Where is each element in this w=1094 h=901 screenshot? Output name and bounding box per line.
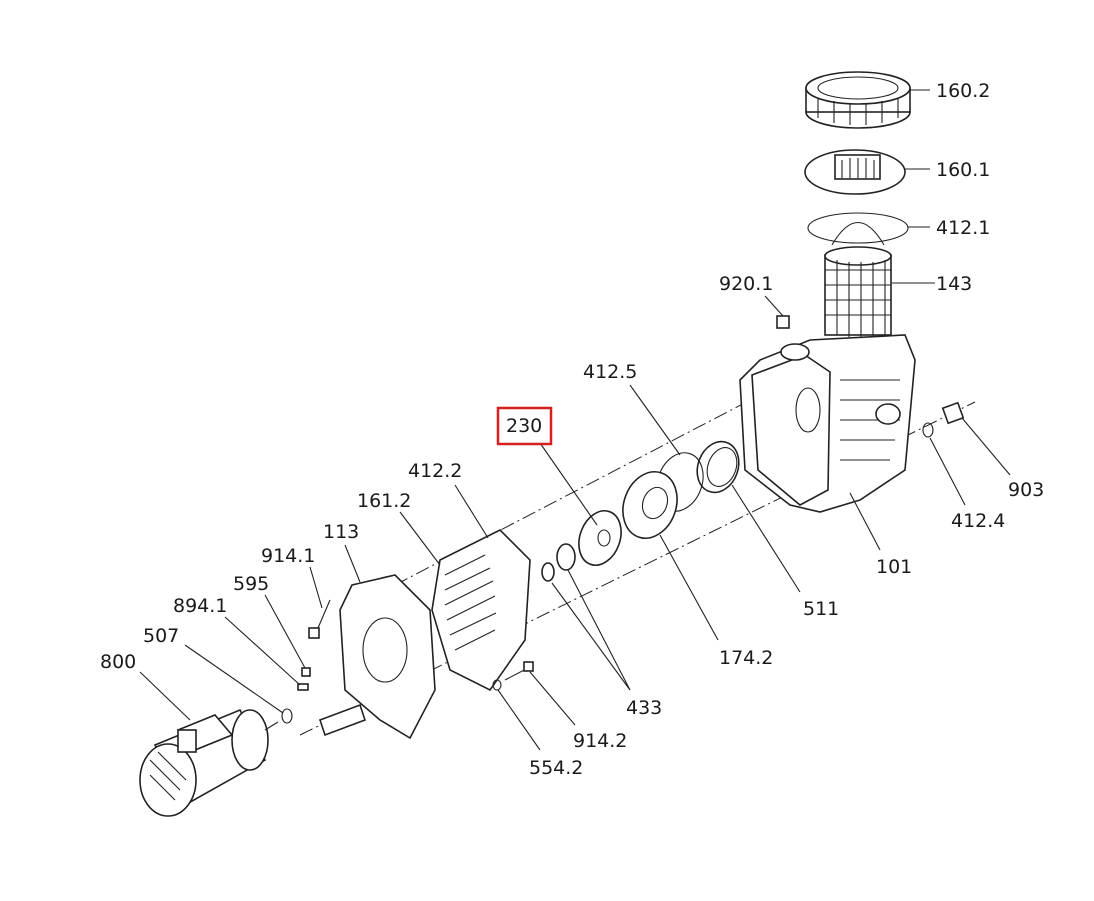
label-160-1: 160.1 [936, 159, 990, 181]
label-800: 800 [100, 651, 136, 673]
part-412-4-oring[interactable] [922, 422, 934, 438]
part-160-2-lid-ring[interactable] [805, 71, 911, 129]
label-554-2: 554.2 [529, 757, 583, 779]
label-412-1: 412.1 [936, 217, 990, 239]
part-920-1-nut[interactable] [776, 315, 790, 329]
label-412-4: 412.4 [951, 510, 1005, 532]
label-914-1: 914.1 [261, 545, 315, 567]
label-174-2: 174.2 [719, 647, 773, 669]
part-101-pump-body[interactable] [739, 334, 916, 513]
label-113: 113 [323, 521, 359, 543]
label-507: 507 [143, 625, 179, 647]
part-113-bracket[interactable] [318, 574, 436, 740]
label-160-2: 160.2 [936, 80, 990, 102]
part-800-motor[interactable] [139, 708, 279, 817]
label-433: 433 [626, 697, 662, 719]
part-894-1-key[interactable] [297, 683, 309, 691]
part-554-2-washer[interactable] [492, 679, 502, 691]
label-230[interactable]: 230 [506, 415, 542, 437]
part-230-impeller[interactable] [572, 505, 629, 571]
label-412-2: 412.2 [408, 460, 462, 482]
part-914-1-bolt[interactable] [308, 599, 331, 639]
label-903: 903 [1008, 479, 1044, 501]
part-511-wear-ring[interactable] [690, 436, 745, 499]
highlight-box-230 [496, 406, 553, 446]
part-914-2-bolt[interactable] [504, 661, 534, 681]
label-412-5: 412.5 [583, 361, 637, 383]
label-101: 101 [876, 556, 912, 578]
leader-lines [139, 89, 1011, 751]
part-903-plug[interactable] [941, 401, 965, 425]
label-595: 595 [233, 573, 269, 595]
part-143-basket[interactable] [824, 246, 892, 337]
label-511: 511 [803, 598, 839, 620]
part-161-2-seal-housing[interactable] [431, 529, 531, 692]
part-507-ring[interactable] [281, 708, 293, 724]
part-433-mechanical-seal[interactable] [541, 543, 576, 582]
assembly-axis-upper [394, 394, 761, 586]
label-143: 143 [936, 273, 972, 295]
part-595-washer[interactable] [301, 667, 311, 677]
label-920-1: 920.1 [719, 273, 773, 295]
part-412-1-seal[interactable] [807, 212, 909, 246]
label-914-2: 914.2 [573, 730, 627, 752]
label-894-1: 894.1 [173, 595, 227, 617]
label-161-2: 161.2 [357, 490, 411, 512]
part-174-2-diffuser[interactable] [614, 464, 686, 546]
part-160-1-cover[interactable] [804, 149, 906, 195]
